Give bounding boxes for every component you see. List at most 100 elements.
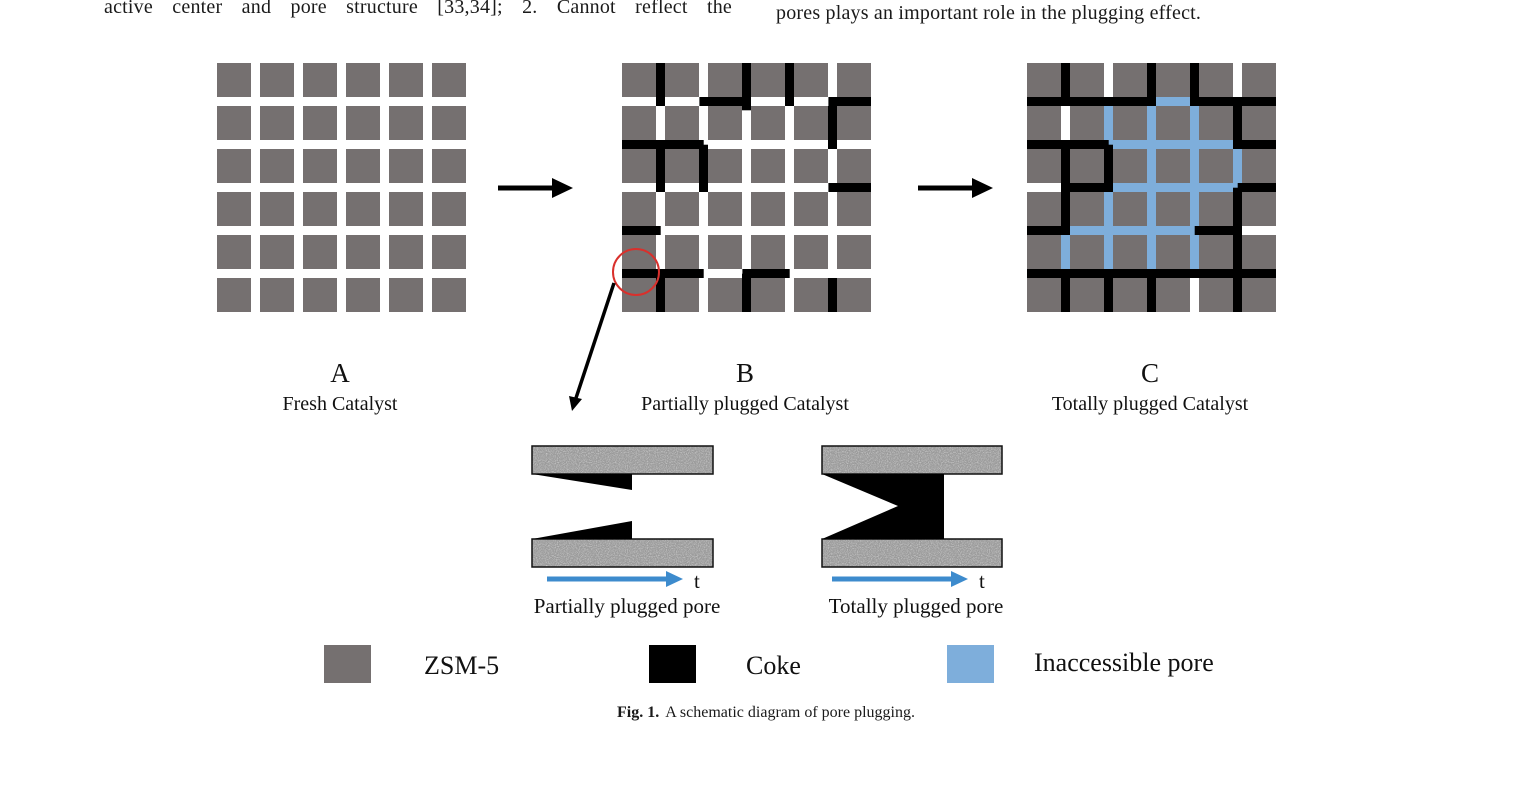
grid-totally-plugged-catalyst bbox=[1027, 63, 1276, 312]
panel-letter-c: C bbox=[1141, 358, 1159, 388]
zsm5-crystal bbox=[837, 149, 871, 183]
zsm5-crystal bbox=[389, 149, 423, 183]
zsm5-crystal bbox=[432, 278, 466, 312]
zsm5-crystal bbox=[1242, 149, 1276, 183]
zsm5-crystal bbox=[432, 106, 466, 140]
zsm5-crystal bbox=[708, 149, 742, 183]
zsm5-crystal bbox=[432, 192, 466, 226]
inaccessible-pore-segment bbox=[1065, 226, 1195, 235]
zsm5-crystal bbox=[794, 63, 828, 97]
coke-segment bbox=[828, 183, 871, 192]
coke-segment bbox=[1061, 63, 1070, 106]
zsm5-crystal bbox=[665, 192, 699, 226]
zsm5-crystal bbox=[622, 192, 656, 226]
coke-segment bbox=[1027, 226, 1066, 235]
zsm5-crystal bbox=[837, 192, 871, 226]
coke-segment bbox=[656, 278, 665, 312]
zsm5-crystal bbox=[1156, 192, 1190, 226]
inaccessible-pore-segment bbox=[1108, 140, 1238, 149]
zsm5-crystal bbox=[1242, 235, 1276, 269]
figure-caption-text: A schematic diagram of pore plugging. bbox=[665, 704, 915, 721]
zsm5-crystal bbox=[1242, 192, 1276, 226]
figure-caption: Fig. 1. A schematic diagram of pore plugg… bbox=[0, 704, 1532, 722]
zsm5-crystal bbox=[260, 235, 294, 269]
zsm5-crystal bbox=[1027, 192, 1061, 226]
zsm5-crystal bbox=[389, 235, 423, 269]
zsm5-crystal bbox=[708, 192, 742, 226]
body-text-left-column: active center and pore structure [33,34]… bbox=[104, 0, 732, 18]
zsm5-crystal bbox=[665, 106, 699, 140]
zsm5-crystal bbox=[1199, 63, 1233, 97]
coke-segment bbox=[1233, 187, 1242, 312]
coke-segment bbox=[1027, 269, 1276, 278]
arrow-a-to-b bbox=[498, 178, 573, 198]
coke-segment bbox=[1190, 63, 1199, 106]
zsm5-crystal bbox=[708, 278, 742, 312]
zsm5-crystal bbox=[217, 235, 251, 269]
zsm5-crystal bbox=[346, 192, 380, 226]
zsm5-crystal bbox=[1070, 278, 1104, 312]
zsm5-crystal bbox=[1027, 63, 1061, 97]
zsm5-crystal bbox=[346, 235, 380, 269]
zsm5-crystal bbox=[837, 235, 871, 269]
time-arrow bbox=[547, 571, 683, 587]
inaccessible-pore-segment bbox=[1233, 144, 1242, 188]
zsm5-crystal bbox=[346, 106, 380, 140]
zsm5-crystal bbox=[794, 278, 828, 312]
coke-segment bbox=[1199, 97, 1276, 106]
panel-letter-a: A bbox=[330, 358, 350, 388]
zsm5-crystal bbox=[1070, 192, 1104, 226]
legend-label-coke: Coke bbox=[746, 651, 801, 680]
zsm5-crystal bbox=[260, 149, 294, 183]
zsm5-crystal bbox=[1242, 278, 1276, 312]
highlight-circle bbox=[612, 248, 660, 296]
coke-segment bbox=[1061, 149, 1070, 235]
zsm5-crystal bbox=[837, 63, 871, 97]
zsm5-crystal bbox=[1027, 149, 1061, 183]
zsm5-crystal bbox=[794, 149, 828, 183]
zsm5-crystal bbox=[622, 149, 656, 183]
coke-segment bbox=[699, 144, 708, 192]
zsm5-crystal bbox=[260, 192, 294, 226]
zsm5-crystal bbox=[1113, 149, 1147, 183]
coke-segment bbox=[742, 273, 751, 312]
zsm5-crystal bbox=[1027, 235, 1061, 269]
arrow-b-to-c bbox=[918, 178, 993, 198]
pore-wall-top bbox=[531, 445, 714, 475]
coke-segment bbox=[622, 140, 704, 149]
zsm5-crystal bbox=[708, 63, 742, 97]
zsm5-crystal bbox=[1199, 235, 1233, 269]
zsm5-crystal bbox=[751, 63, 785, 97]
zsm5-crystal bbox=[303, 63, 337, 97]
coke-segment bbox=[1027, 140, 1109, 149]
zsm5-crystal bbox=[346, 149, 380, 183]
coke-segment bbox=[828, 97, 871, 106]
coke-segment bbox=[785, 63, 794, 106]
coke-segment bbox=[1237, 183, 1276, 192]
zsm5-crystal bbox=[389, 106, 423, 140]
zsm5-crystal bbox=[665, 235, 699, 269]
panel-caption-a: Fresh Catalyst bbox=[283, 393, 398, 415]
pore-diagram-partial: t Partially plugged pore bbox=[531, 445, 720, 618]
zsm5-crystal bbox=[708, 235, 742, 269]
zoom-pointer-arrow bbox=[569, 282, 616, 411]
zsm5-crystal bbox=[1027, 278, 1061, 312]
zsm5-crystal bbox=[1199, 149, 1233, 183]
zsm5-crystal bbox=[622, 235, 656, 269]
coke-segment bbox=[828, 278, 837, 312]
zsm5-crystal bbox=[1199, 192, 1233, 226]
zsm5-crystal bbox=[837, 278, 871, 312]
time-label: t bbox=[694, 569, 700, 593]
inaccessible-pore-segment bbox=[1151, 97, 1199, 106]
figure-caption-label: Fig. 1. bbox=[617, 704, 660, 721]
panel-caption-c: Totally plugged Catalyst bbox=[1052, 393, 1249, 415]
grid-fresh-catalyst bbox=[217, 63, 466, 312]
grid-partially-plugged-catalyst bbox=[622, 63, 871, 312]
coke-segment bbox=[1104, 278, 1113, 312]
zsm5-crystal bbox=[1242, 106, 1276, 140]
zsm5-crystal bbox=[303, 235, 337, 269]
zsm5-crystal bbox=[346, 278, 380, 312]
coke-segment bbox=[1061, 278, 1070, 312]
zsm5-crystal bbox=[794, 192, 828, 226]
